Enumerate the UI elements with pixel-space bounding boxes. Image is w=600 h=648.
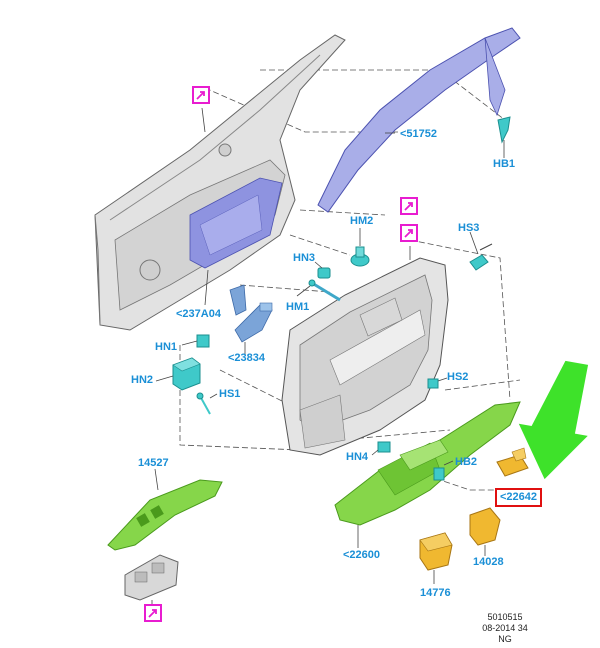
label-hs2[interactable]: HS2 — [447, 371, 469, 383]
hb2-clip-part — [433, 460, 454, 481]
label-51752[interactable]: <51752 — [400, 128, 438, 140]
door-frame-part — [94, 34, 346, 331]
reference-link-icon[interactable] — [400, 197, 418, 215]
armrest-22600-part — [334, 401, 521, 548]
label-hs3[interactable]: HS3 — [458, 222, 480, 234]
hn2-block-part — [155, 357, 201, 391]
label-14776[interactable]: 14776 — [420, 587, 451, 599]
hn3-nut-part — [314, 261, 331, 279]
label-hn4[interactable]: HN4 — [346, 451, 369, 463]
bracket-22642-part — [496, 447, 529, 477]
highlight-arrow — [518, 360, 589, 480]
reference-link-icon[interactable] — [400, 224, 418, 242]
switch-bezel-14527-part — [107, 468, 223, 551]
label-22600[interactable]: <22600 — [343, 549, 381, 561]
hs1-screw-part — [196, 392, 218, 415]
hn4-nut-part — [371, 441, 391, 456]
label-23834[interactable]: <23834 — [228, 352, 266, 364]
label-hn3[interactable]: HN3 — [293, 252, 316, 264]
leader-lines — [201, 107, 411, 306]
hs2-screw-part — [427, 377, 448, 389]
label-14028[interactable]: 14028 — [473, 556, 504, 568]
label-hm1[interactable]: HM1 — [286, 301, 310, 313]
footer-code: 5010515 — [487, 612, 523, 622]
footer-date: 08-2014 34 — [482, 623, 528, 633]
hs3-screw-part — [469, 231, 493, 271]
label-hb1[interactable]: HB1 — [493, 158, 516, 170]
label-hn2[interactable]: HN2 — [131, 374, 154, 386]
label-hn1[interactable]: HN1 — [155, 341, 178, 353]
part-14028 — [469, 507, 501, 556]
window-switch-part — [124, 554, 179, 605]
door-trim-panel-part — [281, 257, 449, 456]
part-14776 — [419, 532, 453, 584]
hm1-rod-part — [296, 279, 341, 302]
hn1-nut-part — [181, 334, 210, 348]
footer-region: NG — [498, 634, 512, 644]
reference-link-icon[interactable] — [144, 604, 162, 622]
bracket-23834-part — [229, 284, 273, 355]
label-237a04[interactable]: <237A04 — [176, 308, 221, 320]
hm2-grommet-part — [350, 228, 370, 267]
label-22642-highlighted[interactable]: <22642 — [495, 488, 543, 507]
hb1-clip-part — [497, 116, 511, 158]
label-hm2[interactable]: HM2 — [350, 215, 374, 227]
label-hb2[interactable]: HB2 — [455, 456, 478, 468]
diagram-footer: 5010515 08-2014 34 NG — [470, 612, 540, 645]
reference-link-icon[interactable] — [192, 86, 210, 104]
label-14527[interactable]: 14527 — [138, 457, 169, 469]
weatherstrip-part — [317, 27, 521, 213]
label-hs1[interactable]: HS1 — [219, 388, 241, 400]
